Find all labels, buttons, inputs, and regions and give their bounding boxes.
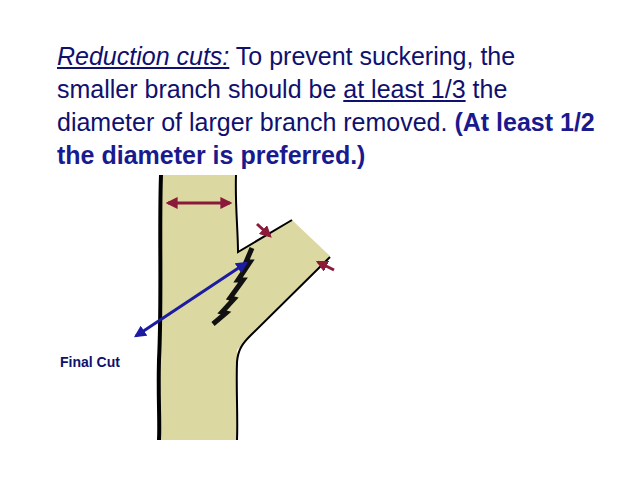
branch-edge <box>236 175 292 252</box>
trunk-edge <box>159 175 161 440</box>
heading-term: Reduction cuts: <box>57 42 229 70</box>
cut-label: Final Cut <box>60 354 120 371</box>
branch-edge <box>237 257 330 440</box>
heading-emphasis: at least 1/3 <box>343 75 465 103</box>
cut-arrow <box>136 263 246 336</box>
trunk-fill <box>158 175 330 440</box>
bark-ridge <box>213 248 252 324</box>
diameter-arrow <box>318 262 334 270</box>
diameter-arrow <box>257 224 270 236</box>
diameter-arrow <box>168 202 230 205</box>
heading-text: Reduction cuts: To prevent suckering, th… <box>57 40 600 172</box>
